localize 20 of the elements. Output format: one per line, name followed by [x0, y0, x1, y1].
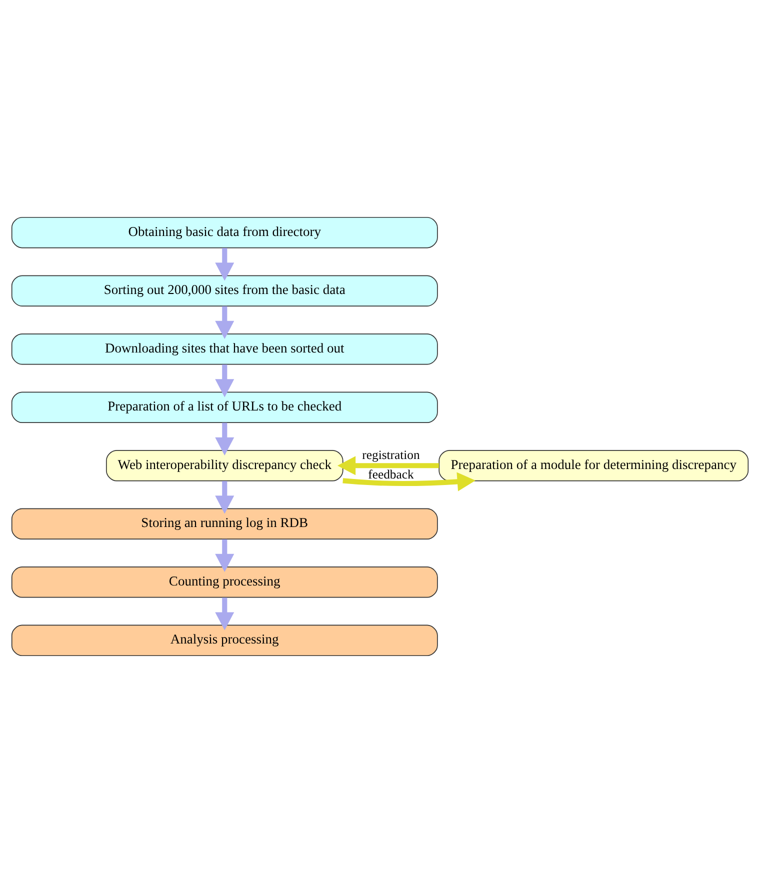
arrow [215, 422, 234, 456]
node-box: Downloading sites that have been sorted out [11, 332, 438, 364]
arrow [215, 538, 234, 572]
node-box: Web interoperability discrepancy check [106, 450, 344, 481]
arrow [215, 597, 234, 630]
arrow [215, 480, 234, 514]
node-box: Analysis processing [11, 624, 438, 656]
node-box: Counting processing [11, 566, 438, 598]
edge-label: registration [362, 447, 420, 462]
node-box: Preparation of a module for determining discrepancy [438, 450, 749, 481]
node-box: Preparation of a list of URLs to be checked [11, 391, 438, 422]
node-box: Sorting out 200,000 sites from the basic data [11, 274, 438, 306]
node-box: Obtaining basic data from directory [11, 216, 438, 248]
arrow [215, 306, 234, 338]
edge-label: feedback [368, 466, 414, 481]
arrow [215, 364, 234, 397]
node-box: Storing an running log in RDB [11, 508, 438, 540]
arrow [215, 247, 234, 280]
arrow [337, 456, 439, 475]
arrow [342, 472, 476, 491]
